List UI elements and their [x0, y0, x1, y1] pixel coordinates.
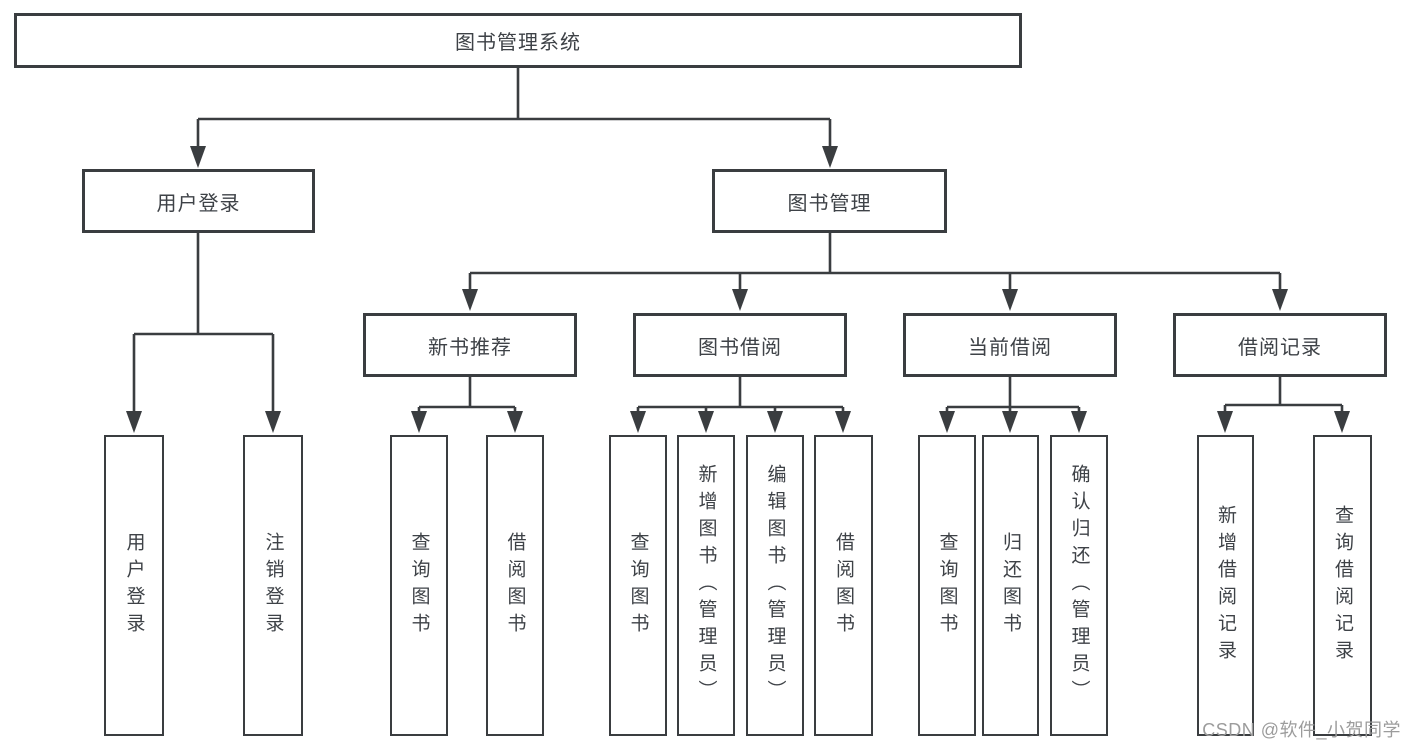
leaf-current-query-books: 查询图书 [918, 435, 976, 736]
leaf-newbook-query-books: 查询图书 [390, 435, 448, 736]
node-current-borrowing: 当前借阅 [903, 313, 1117, 377]
leaf-records-add-record: 新增借阅记录 [1197, 435, 1254, 736]
watermark: CSDN @软件_小贺同学 [1202, 720, 1401, 740]
leaf-logout: 注销登录 [243, 435, 303, 736]
leaf-borrowing-borrow-books: 借阅图书 [814, 435, 873, 736]
leaf-borrowing-add-books-admin: 新增图书（管理员） [677, 435, 735, 736]
node-library-management-system: 图书管理系统 [14, 13, 1022, 68]
leaf-borrowing-query-books: 查询图书 [609, 435, 667, 736]
leaf-newbook-borrow-books: 借阅图书 [486, 435, 544, 736]
leaf-records-query-record: 查询借阅记录 [1313, 435, 1372, 736]
node-book-management: 图书管理 [712, 169, 947, 233]
leaf-borrowing-edit-books-admin: 编辑图书（管理员） [746, 435, 804, 736]
node-user-login: 用户登录 [82, 169, 315, 233]
node-borrowing-records: 借阅记录 [1173, 313, 1387, 377]
leaf-current-confirm-return-admin: 确认归还（管理员） [1050, 435, 1108, 736]
node-new-book-recommend: 新书推荐 [363, 313, 577, 377]
node-book-borrowing: 图书借阅 [633, 313, 847, 377]
leaf-current-return-books: 归还图书 [982, 435, 1039, 736]
leaf-user-login: 用户登录 [104, 435, 164, 736]
